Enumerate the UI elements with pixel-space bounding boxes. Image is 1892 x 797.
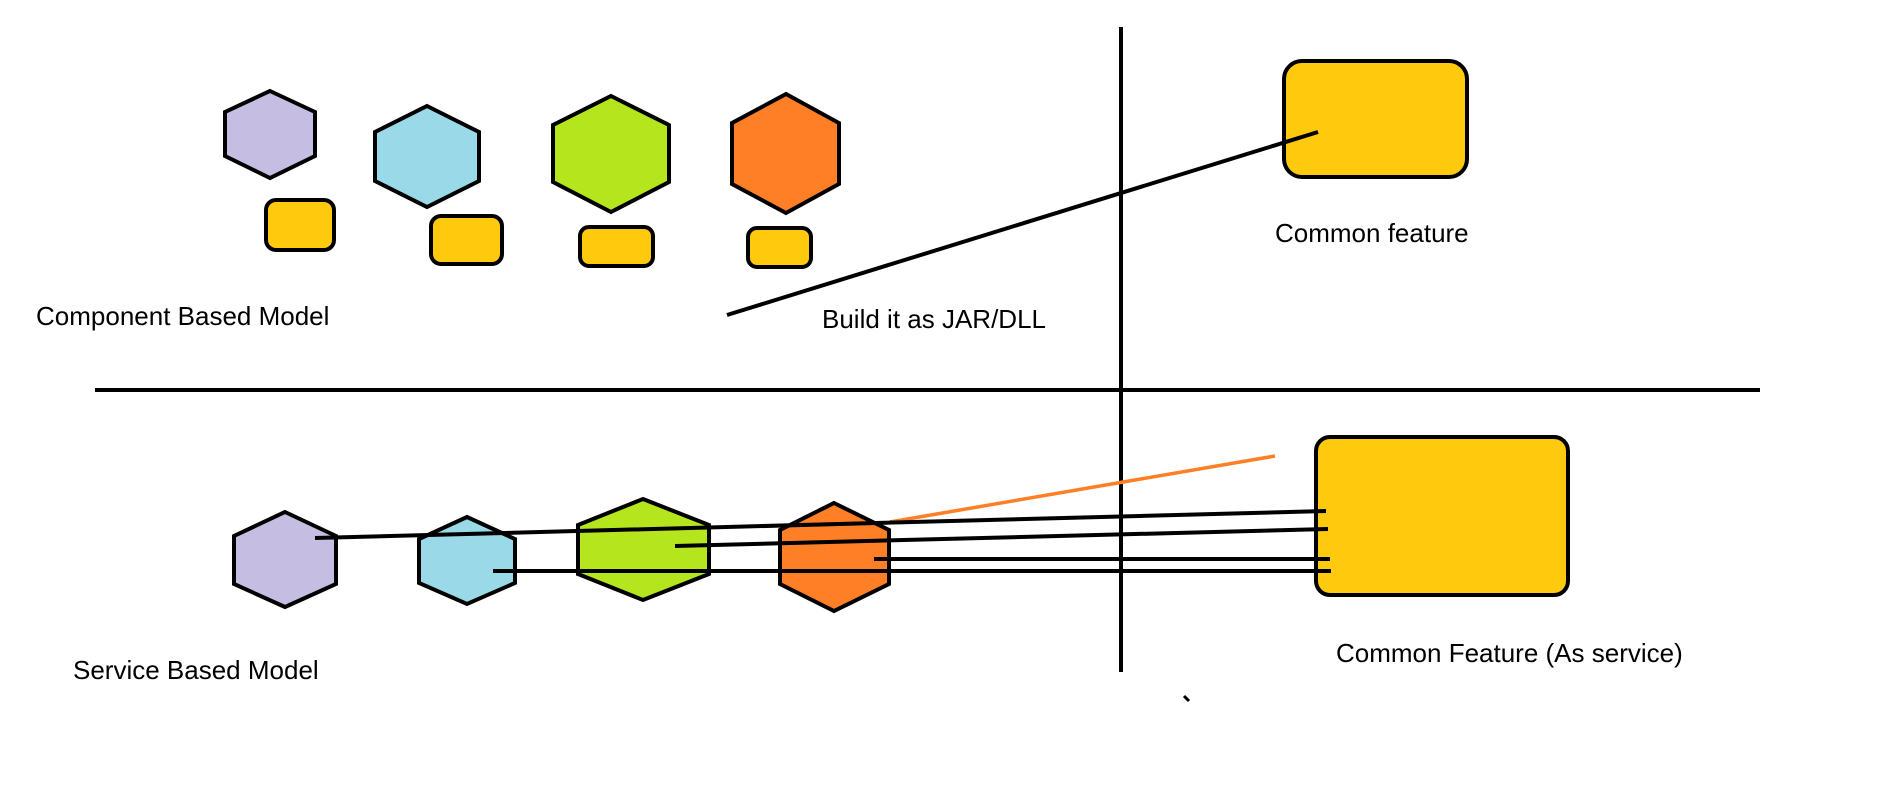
yellow-component-box bbox=[264, 198, 336, 252]
purple-hexagon-icon bbox=[232, 509, 338, 610]
service-model-label: Service Based Model bbox=[73, 655, 319, 685]
service-connector-line bbox=[314, 509, 1327, 540]
purple-hexagon-icon bbox=[223, 88, 317, 181]
green-hexagon-icon bbox=[551, 93, 671, 215]
yellow-component-box bbox=[578, 225, 655, 268]
common-feature-service-label: Common Feature (As service) bbox=[1336, 638, 1683, 668]
service-connector-line bbox=[674, 527, 1329, 548]
build-note-label: Build it as JAR/DLL bbox=[822, 304, 1046, 334]
stray-mark bbox=[1182, 694, 1191, 703]
build-connector-line bbox=[726, 130, 1319, 317]
common-feature-service-box bbox=[1314, 435, 1570, 597]
yellow-component-box bbox=[746, 226, 813, 269]
common-feature-box bbox=[1282, 59, 1469, 179]
green-hexagon-icon bbox=[576, 496, 711, 603]
blue-hexagon-icon bbox=[417, 514, 517, 607]
orange-hexagon-icon bbox=[730, 91, 841, 216]
blue-hexagon-icon bbox=[373, 103, 481, 210]
component-model-label: Component Based Model bbox=[36, 301, 329, 331]
common-feature-label: Common feature bbox=[1275, 218, 1469, 248]
yellow-component-box bbox=[429, 214, 504, 266]
orange-hexagon-icon bbox=[778, 500, 891, 614]
orange-connector-line bbox=[889, 454, 1276, 524]
